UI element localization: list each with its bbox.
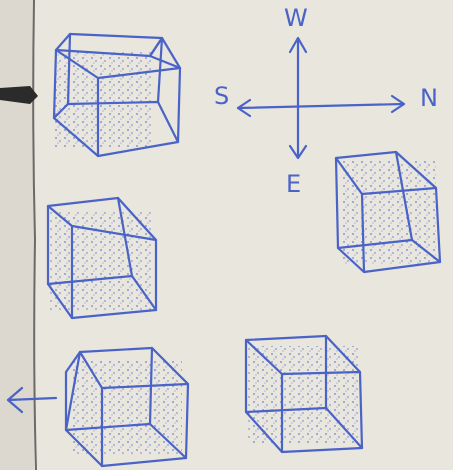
cube-icon xyxy=(66,348,188,466)
compass-west-label: W xyxy=(284,4,308,32)
compass-south-label: S xyxy=(214,82,229,110)
compass-east-label: E xyxy=(286,170,301,198)
cube-icon xyxy=(246,336,362,452)
compass-north-label: N xyxy=(420,84,438,112)
cube-icon xyxy=(48,198,156,318)
cube-icon xyxy=(336,152,440,272)
